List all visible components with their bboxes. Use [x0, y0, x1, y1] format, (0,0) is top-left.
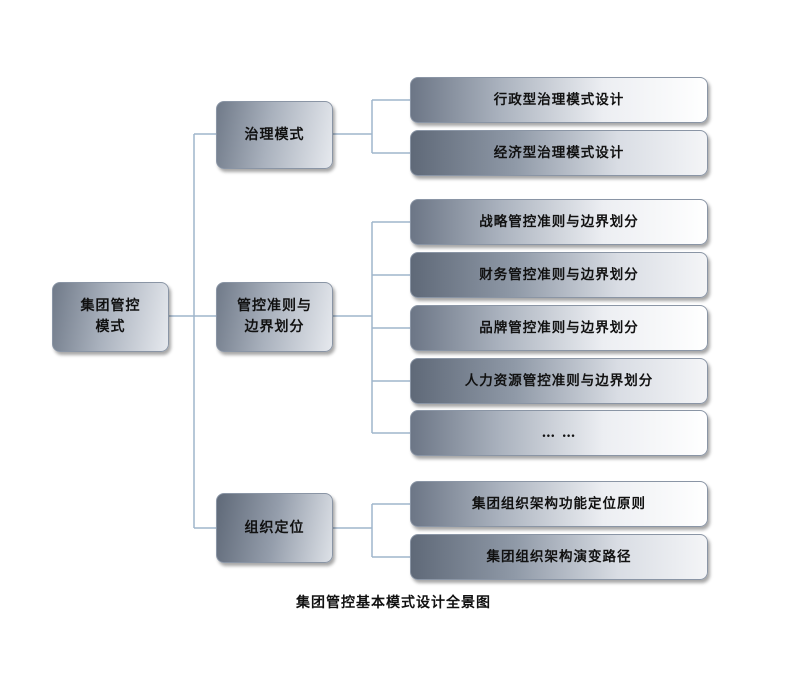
leaf-node: 行政型治理模式设计 [410, 77, 708, 123]
branch-node-org-positioning: 组织定位 [216, 493, 333, 563]
leaf-node-ellipsis: … … [410, 410, 708, 456]
leaf-node: 战略管控准则与边界划分 [410, 199, 708, 245]
leaf-label: 经济型治理模式设计 [493, 144, 625, 161]
leaf-node: 财务管控准则与边界划分 [410, 252, 708, 298]
branch-node-control-rules: 管控准则与 边界划分 [216, 282, 333, 352]
leaf-label: 财务管控准则与边界划分 [479, 266, 639, 283]
root-label-line1: 集团管控 [80, 298, 141, 314]
leaf-label: 集团组织架构演变路径 [486, 548, 632, 565]
branch-node-governance: 治理模式 [216, 101, 333, 169]
leaf-node: 集团组织架构功能定位原则 [410, 481, 708, 527]
leaf-node: 集团组织架构演变路径 [410, 534, 708, 580]
diagram-caption: 集团管控基本模式设计全景图 [296, 595, 491, 611]
leaf-label: 行政型治理模式设计 [493, 91, 625, 108]
leaf-label: 品牌管控准则与边界划分 [479, 319, 639, 336]
branch-label: 组织定位 [244, 519, 305, 536]
root-node: 集团管控 模式 [52, 282, 169, 352]
leaf-node: 经济型治理模式设计 [410, 130, 708, 176]
leaf-label: 人力资源管控准则与边界划分 [464, 372, 654, 389]
leaf-label: 集团组织架构功能定位原则 [472, 495, 646, 512]
root-label-line2: 模式 [95, 319, 126, 335]
branch-label: 治理模式 [244, 126, 305, 143]
leaf-label: … … [541, 424, 577, 441]
leaf-node: 人力资源管控准则与边界划分 [410, 358, 708, 404]
branch-label-line2: 边界划分 [244, 319, 305, 335]
branch-label-line1: 管控准则与 [237, 298, 312, 314]
leaf-node: 品牌管控准则与边界划分 [410, 305, 708, 351]
leaf-label: 战略管控准则与边界划分 [479, 213, 639, 230]
